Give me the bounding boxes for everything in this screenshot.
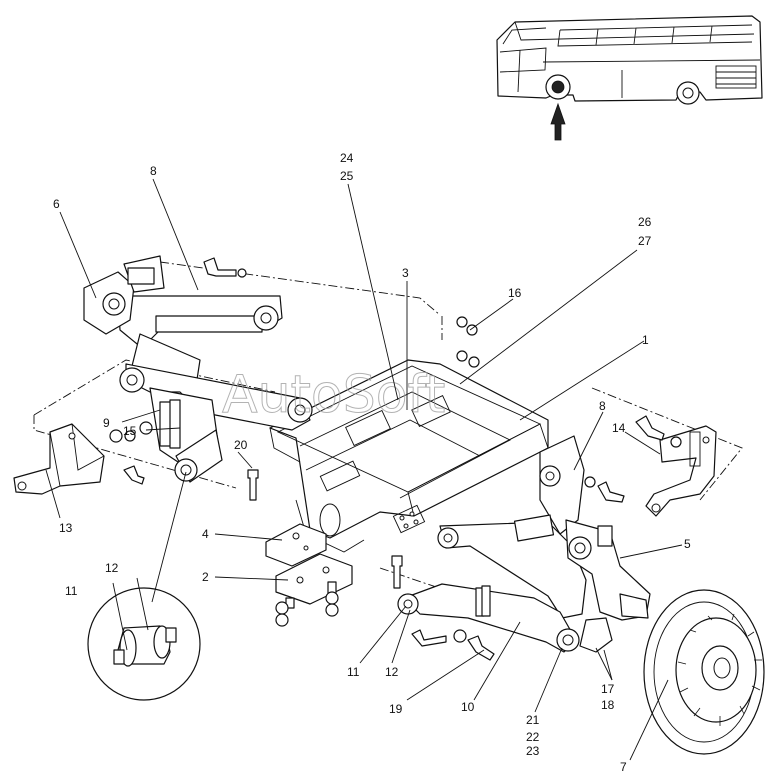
- callout-12-inset: 12: [105, 561, 119, 575]
- bushing-detail-inset: [87, 587, 201, 701]
- callout-22: 22: [526, 730, 540, 744]
- spring-plate-upper: [265, 523, 327, 567]
- right-steering-knuckle: [565, 519, 651, 621]
- bolts-and-fasteners: [109, 257, 682, 661]
- callout-labels: 1 2 3 4 5 6 7 8 8 9 10 11 11 12 12 13 14…: [53, 151, 691, 774]
- callout-3: 3: [402, 266, 409, 280]
- callout-10: 10: [461, 700, 475, 714]
- callout-25: 25: [340, 169, 354, 183]
- callout-7: 7: [620, 760, 627, 774]
- callout-11: 11: [347, 665, 360, 679]
- brake-disc: [643, 589, 765, 755]
- callout-11-inset: 11: [65, 584, 78, 598]
- callout-12: 12: [385, 665, 399, 679]
- bus-locator-icon: [496, 15, 763, 141]
- lower-left-control-arm: [119, 363, 313, 483]
- callout-16: 16: [508, 286, 522, 300]
- callout-9: 9: [103, 416, 110, 430]
- callout-27: 27: [638, 234, 652, 248]
- watermark-text: AutoSoft: [222, 365, 445, 425]
- callout-24: 24: [340, 151, 354, 165]
- callout-2: 2: [202, 570, 209, 584]
- callout-23: 23: [526, 744, 540, 758]
- callout-8-left: 8: [150, 164, 157, 178]
- callout-18: 18: [601, 698, 615, 712]
- left-mounting-bracket: [13, 423, 105, 495]
- callout-1: 1: [642, 333, 649, 347]
- callout-8-right: 8: [599, 399, 606, 413]
- callout-20: 20: [234, 438, 248, 452]
- callout-15: 15: [123, 424, 137, 438]
- callout-26: 26: [638, 215, 652, 229]
- callout-6: 6: [53, 197, 60, 211]
- right-mounting-bracket: [645, 425, 717, 517]
- callout-19: 19: [389, 702, 403, 716]
- subframe-crossmember: [269, 359, 549, 553]
- upper-right-control-arm: [437, 435, 587, 619]
- leader-lines: [45, 178, 683, 761]
- lower-right-control-arm: [397, 583, 613, 653]
- callout-4: 4: [202, 527, 209, 541]
- callout-17: 17: [601, 682, 615, 696]
- callout-14: 14: [612, 421, 626, 435]
- callout-13: 13: [59, 521, 73, 535]
- callout-21: 21: [526, 713, 540, 727]
- callout-5: 5: [684, 537, 691, 551]
